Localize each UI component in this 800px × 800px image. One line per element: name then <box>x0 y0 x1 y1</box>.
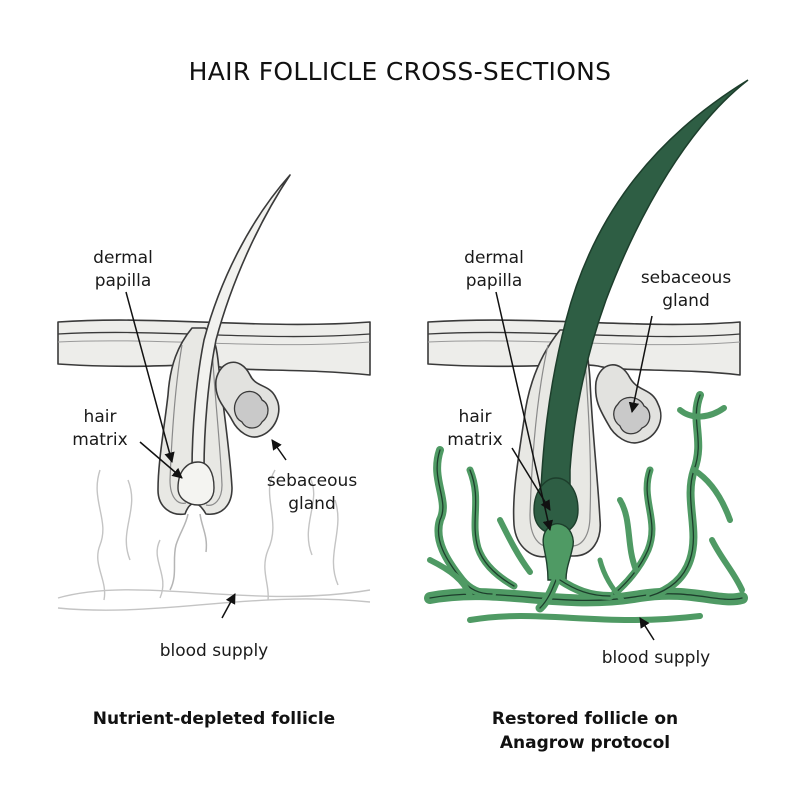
caption-left: Nutrient-depleted follicle <box>93 709 335 729</box>
arrow-sebaceous <box>628 315 653 414</box>
label-sebaceous-line2: gland <box>288 494 336 514</box>
arrow-blood-supply <box>221 593 236 619</box>
hair-bulb <box>177 461 215 506</box>
dermal-papilla <box>542 523 574 581</box>
label-sebaceous-line1: sebaceous <box>641 268 732 288</box>
arrow-hair-matrix <box>511 447 551 511</box>
label-dermal-papilla-line2: papilla <box>95 271 152 291</box>
label-dermal-papilla-line1: dermal <box>93 248 153 268</box>
label-sebaceous-line2: gland <box>662 291 710 311</box>
label-hair-matrix-line1: hair <box>459 407 492 427</box>
label-blood-supply: blood supply <box>160 641 269 661</box>
label-hair-matrix-line2: matrix <box>72 430 127 450</box>
left-panel: dermal papilla hair matrix sebaceous gla… <box>57 174 371 729</box>
dermal-papilla <box>169 513 208 591</box>
caption-right-line2: Anagrow protocol <box>500 733 670 753</box>
diagram-title: HAIR FOLLICLE CROSS-SECTIONS <box>189 57 612 86</box>
blood-supply-vessels <box>57 469 371 611</box>
arrow-dermal-papilla <box>125 291 175 464</box>
label-dermal-papilla-line1: dermal <box>464 248 524 268</box>
arrow-dermal-papilla <box>495 291 554 532</box>
caption-right-line1: Restored follicle on <box>492 709 678 729</box>
label-hair-matrix-line1: hair <box>84 407 117 427</box>
label-dermal-papilla-line2: papilla <box>466 271 523 291</box>
blood-supply-vessels <box>424 391 748 623</box>
right-panel: dermal papilla sebaceous gland hair matr… <box>424 79 749 753</box>
label-blood-supply: blood supply <box>602 648 711 668</box>
label-hair-matrix-line2: matrix <box>447 430 502 450</box>
arrow-hair-matrix <box>139 441 183 479</box>
arrow-blood-supply <box>639 617 655 641</box>
arrow-sebaceous <box>271 439 287 461</box>
label-sebaceous-line1: sebaceous <box>267 471 358 491</box>
hair-shaft <box>539 79 749 513</box>
